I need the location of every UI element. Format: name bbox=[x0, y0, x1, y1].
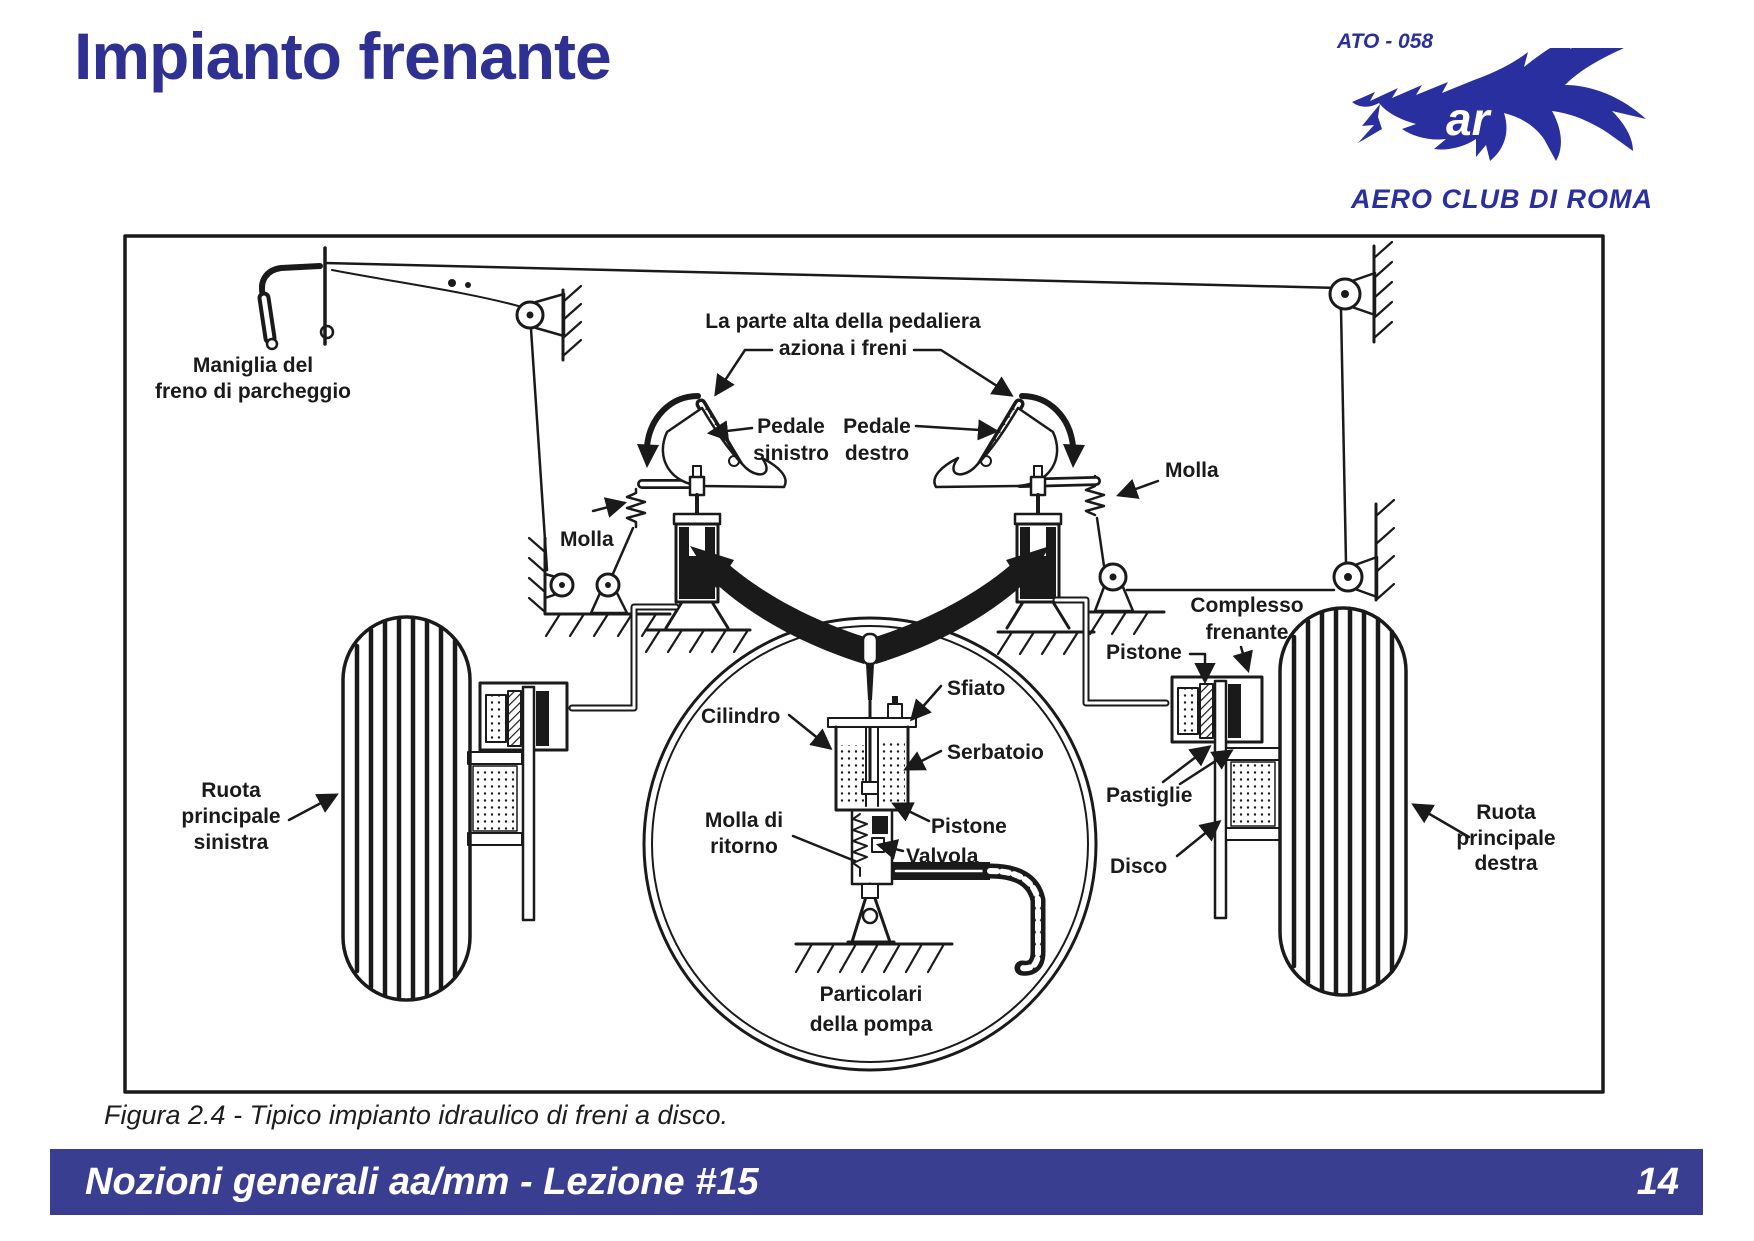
label-pedals-top: aziona i freni bbox=[779, 337, 907, 360]
club-name: AERO CLUB DI ROMA bbox=[1351, 184, 1653, 214]
label-return-spring: ritorno bbox=[710, 835, 778, 858]
label-pedal-right: Pedale bbox=[843, 415, 911, 438]
label-pump-detail: della pompa bbox=[810, 1013, 933, 1036]
label-wheel-right: principale bbox=[1456, 827, 1555, 850]
eagle-icon: ar bbox=[1352, 48, 1646, 161]
label-wheel-right: destra bbox=[1474, 852, 1537, 875]
callout-arrows bbox=[690, 546, 1050, 664]
label-piston-pump: Pistone bbox=[931, 815, 1007, 838]
brake-cable bbox=[323, 261, 1348, 592]
footer-page-number: 14 bbox=[1636, 1160, 1679, 1203]
pump-internals bbox=[794, 632, 1046, 976]
label-brake-assembly: frenante bbox=[1206, 621, 1289, 644]
brake-caliper-left bbox=[467, 681, 569, 922]
return-spring-right bbox=[1084, 474, 1106, 517]
pedal-right bbox=[933, 393, 1085, 489]
label-parking-handle: freno di parcheggio bbox=[155, 380, 351, 403]
label-vent: Sfiato bbox=[947, 677, 1005, 700]
anchor-hatching bbox=[527, 240, 1396, 656]
master-cylinder-right bbox=[1005, 465, 1071, 630]
wheel-right bbox=[1278, 606, 1408, 997]
label-piston-right: Pistone bbox=[1106, 641, 1182, 664]
label-reservoir: Serbatoio bbox=[947, 741, 1044, 764]
brake-caliper-right bbox=[1170, 675, 1281, 920]
label-pedals-top: La parte alta della pedaliera bbox=[705, 310, 981, 333]
label-pump-detail: Particolari bbox=[820, 983, 923, 1006]
label-wheel-right: Ruota bbox=[1476, 801, 1536, 824]
master-cylinder-left bbox=[664, 465, 730, 630]
label-wheel-left: Ruota bbox=[201, 779, 261, 802]
ato-code: ATO - 058 bbox=[1337, 30, 1434, 53]
label-return-spring: Molla di bbox=[705, 809, 783, 832]
cable-pulleys bbox=[515, 271, 1379, 615]
label-cylinder: Cilindro bbox=[701, 705, 780, 728]
label-pedal-left: Pedale bbox=[757, 415, 825, 438]
label-spring-right: Molla bbox=[1165, 459, 1219, 482]
label-disc: Disco bbox=[1110, 855, 1167, 878]
wheel-left bbox=[341, 615, 472, 1002]
label-pointer-arrows bbox=[287, 348, 1471, 863]
label-pads: Pastiglie bbox=[1106, 784, 1192, 807]
figure-caption: Figura 2.4 - Tipico impianto idraulico d… bbox=[104, 1100, 729, 1130]
return-spring-left bbox=[625, 487, 647, 529]
label-pedal-left: sinistro bbox=[753, 442, 829, 465]
label-valve: Valvola bbox=[906, 845, 979, 868]
footer-course: Nozioni generali aa/mm - Lezione #15 bbox=[85, 1160, 759, 1203]
logo-monogram: ar bbox=[1446, 93, 1492, 145]
label-spring-left: Molla bbox=[560, 528, 614, 551]
label-brake-assembly: Complesso bbox=[1190, 594, 1303, 617]
hydraulic-lines bbox=[568, 596, 1170, 712]
label-parking-handle: Maniglia del bbox=[193, 354, 313, 377]
pump-detail-circle bbox=[642, 616, 1098, 1072]
label-wheel-left: principale bbox=[181, 805, 280, 828]
figure-frame bbox=[123, 234, 1605, 1094]
aeroclub-logo: ATO - 058 ar AERO CLUB DI ROMA bbox=[1300, 26, 1704, 216]
parking-brake-handle bbox=[257, 246, 335, 351]
page-title: Impianto frenante bbox=[74, 19, 612, 93]
label-pedal-right: destro bbox=[845, 442, 909, 465]
label-wheel-left: sinistra bbox=[194, 831, 269, 854]
footer-bar: Nozioni generali aa/mm - Lezione #15 14 bbox=[50, 1149, 1703, 1215]
